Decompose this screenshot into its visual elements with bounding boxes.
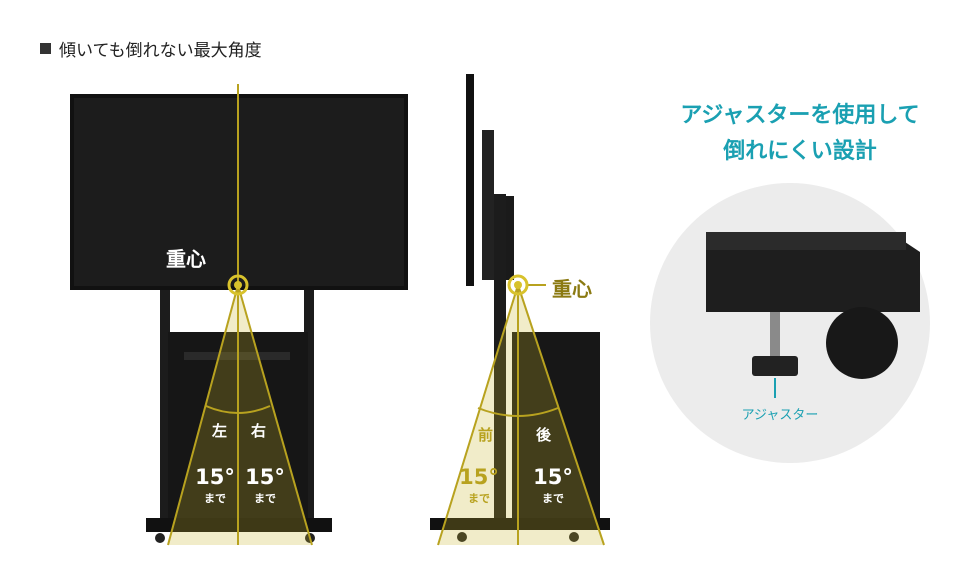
adjuster-foot xyxy=(752,356,798,376)
back-angle-value: 15° xyxy=(533,465,573,489)
section-heading: 傾いても倒れない最大角度 xyxy=(40,36,262,61)
front-tilt-guide xyxy=(167,84,313,546)
front-angle-suffix: まで xyxy=(468,492,490,505)
tv-side xyxy=(466,74,474,286)
side-tilt-guide xyxy=(437,274,605,546)
right-direction-label: 右 xyxy=(251,422,267,440)
adjuster-detail xyxy=(650,183,930,463)
left-angle-suffix: まで xyxy=(204,492,226,505)
stand-pole-left xyxy=(160,290,170,520)
side-pole xyxy=(494,194,506,520)
side-base xyxy=(430,518,610,530)
caster-wheel xyxy=(826,307,898,379)
headline-line-1: アジャスターを使用して xyxy=(680,103,920,128)
right-angle-value: 15° xyxy=(245,465,285,489)
adjuster-bolt xyxy=(770,312,780,360)
center-of-gravity-label: 重心 xyxy=(166,247,206,271)
square-bullet-icon xyxy=(40,43,51,54)
headline-line-2: 倒れにくい設計 xyxy=(723,139,877,164)
front-direction-label: 前 xyxy=(478,426,494,444)
caster-icon xyxy=(569,532,579,542)
left-angle-value: 15° xyxy=(195,465,235,489)
adjuster-label: アジャスター xyxy=(741,408,819,423)
back-direction-label: 後 xyxy=(536,426,552,444)
caster-icon xyxy=(457,532,467,542)
left-direction-label: 左 xyxy=(212,422,228,440)
back-angle-suffix: まで xyxy=(542,492,564,505)
center-of-gravity-marker xyxy=(227,274,249,296)
caster-icon xyxy=(155,533,165,543)
front-angle-value: 15° xyxy=(459,465,499,489)
right-angle-suffix: まで xyxy=(254,492,276,505)
section-heading-text: 傾いても倒れない最大角度 xyxy=(59,41,262,61)
center-of-gravity-label: 重心 xyxy=(552,277,592,301)
center-of-gravity-marker xyxy=(507,274,529,296)
headline: アジャスターを使用して 倒れにくい設計 xyxy=(640,98,960,170)
stand-pole-right xyxy=(304,290,314,520)
